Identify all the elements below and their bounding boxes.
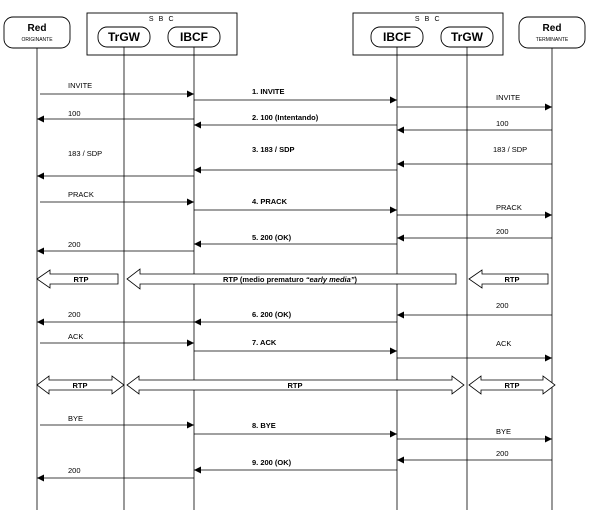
rtp-early-left-arrow xyxy=(36,269,119,289)
rtp-right-label: RTP xyxy=(505,381,520,390)
ibcf-left-label: IBCF xyxy=(180,30,208,44)
label-ok3-center: 9. 200 (OK) xyxy=(252,458,292,467)
label-invite-right: INVITE xyxy=(496,93,520,102)
message-labels: INVITE 1. INVITE INVITE 100 2. 100 (Inte… xyxy=(68,81,527,475)
rtp-early-media xyxy=(36,268,549,290)
label-ack-center: 7. ACK xyxy=(252,338,277,347)
label-trying-left: 100 xyxy=(68,109,81,118)
messages xyxy=(37,90,552,482)
label-bye-center: 8. BYE xyxy=(252,421,276,430)
rtp-early-center-arrow xyxy=(126,268,457,290)
sbc-right-label: S B C xyxy=(415,16,441,23)
rtp-center-double-arrow xyxy=(126,375,465,395)
rtp-early-center-label: RTP (medio prematuro “early media”) xyxy=(223,275,358,284)
red-originante-box: Red ORIGINANTE xyxy=(3,16,71,49)
rtp-left-label: RTP xyxy=(73,381,88,390)
trgw-left-label: TrGW xyxy=(108,30,141,44)
sbc-left-label: S B C xyxy=(149,16,175,23)
label-prack-right: PRACK xyxy=(496,203,522,212)
label-ok1-center: 5. 200 (OK) xyxy=(252,233,292,242)
label-invite-left: INVITE xyxy=(68,81,92,90)
label-sdp-center: 3. 183 / SDP xyxy=(252,145,295,154)
rtp-early-right-label: RTP xyxy=(505,275,520,284)
label-ok1-left: 200 xyxy=(68,240,81,249)
trgw-right-label: TrGW xyxy=(451,30,484,44)
label-invite-center: 1. INVITE xyxy=(252,87,285,96)
label-ok2-right: 200 xyxy=(496,301,509,310)
label-prack-left: PRACK xyxy=(68,190,94,199)
sbc-left-box: S B C TrGW IBCF xyxy=(86,12,238,56)
label-ack-right: ACK xyxy=(496,339,511,348)
label-ok3-right: 200 xyxy=(496,449,509,458)
ibcf-right-label: IBCF xyxy=(383,30,411,44)
label-bye-left: BYE xyxy=(68,414,83,423)
rtp-right-double-arrow xyxy=(468,375,556,395)
rtp-early-left-label: RTP xyxy=(74,275,89,284)
label-trying-right: 100 xyxy=(496,119,509,128)
red-terminante-title: Red xyxy=(543,23,562,34)
label-sdp-right: 183 / SDP xyxy=(493,145,527,154)
rtp-media xyxy=(36,375,556,395)
rtp-early-right-arrow xyxy=(468,269,549,289)
sbc-right-box: S B C IBCF TrGW xyxy=(352,12,504,56)
red-terminante-subtitle: TERMINANTE xyxy=(536,37,569,43)
label-ack-left: ACK xyxy=(68,332,83,341)
label-sdp-left: 183 / SDP xyxy=(68,149,102,158)
label-ok1-right: 200 xyxy=(496,227,509,236)
red-originante-subtitle: ORIGINANTE xyxy=(21,37,53,43)
label-trying-center: 2. 100 (Intentando) xyxy=(252,113,319,122)
label-ok3-left: 200 xyxy=(68,466,81,475)
label-bye-right: BYE xyxy=(496,427,511,436)
rtp-left-double-arrow xyxy=(36,375,125,395)
red-originante-title: Red xyxy=(28,23,47,34)
rtp-center-label: RTP xyxy=(288,381,303,390)
label-prack-center: 4. PRACK xyxy=(252,197,288,206)
label-ok2-left: 200 xyxy=(68,310,81,319)
red-terminante-box: Red TERMINANTE xyxy=(518,16,586,49)
label-ok2-center: 6. 200 (OK) xyxy=(252,310,292,319)
